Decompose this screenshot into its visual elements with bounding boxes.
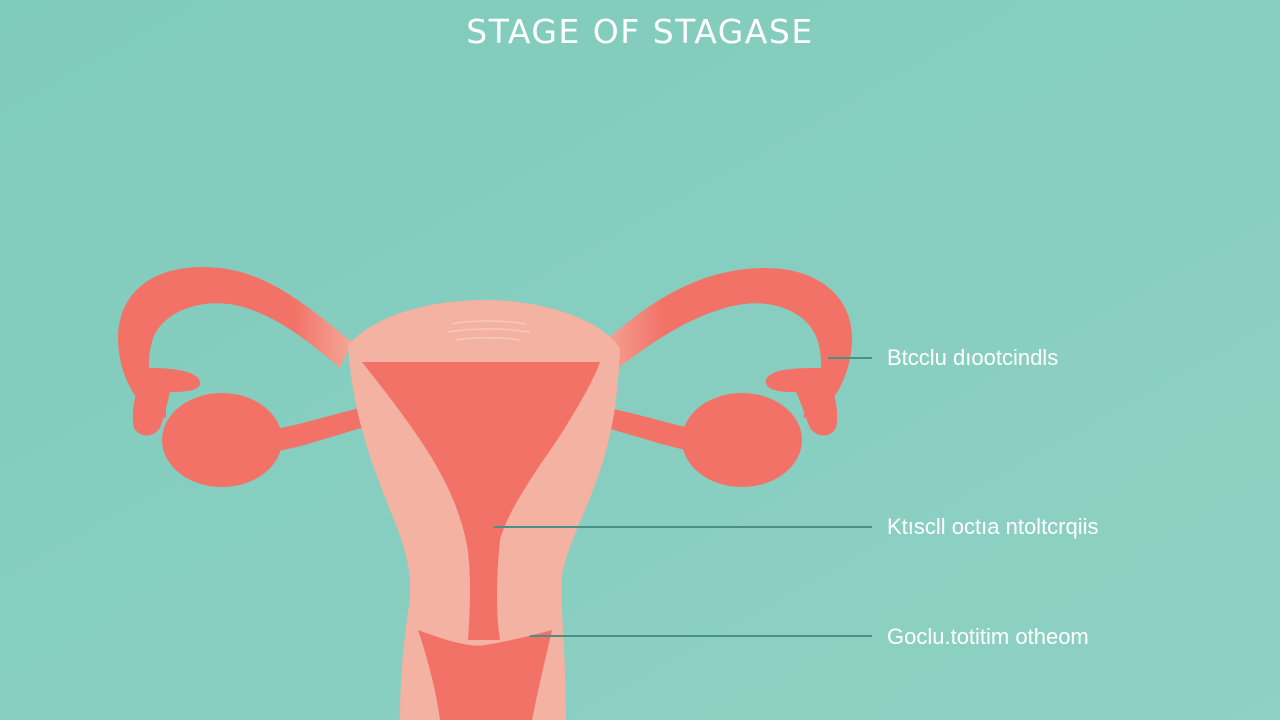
fundus-highlight (454, 337, 521, 341)
fundus-highlight (451, 320, 526, 325)
left-fallopian-tube (118, 266, 352, 418)
diagram-title: STAGE OF STAGASE (466, 12, 814, 51)
label-uterine-cavity: Ktıscll octıa ntoltcrqiis (887, 514, 1099, 539)
label-fallopian-tube: Btcclu dıootcindls (887, 345, 1059, 370)
right-fimbriae (765, 368, 838, 436)
fundus-highlight (447, 328, 531, 333)
cervix (418, 630, 552, 720)
right-ovary (682, 393, 802, 487)
left-ovary (162, 393, 282, 487)
left-ovarian-ligament (270, 408, 362, 452)
right-fallopian-tube (600, 268, 852, 418)
right-ovarian-ligament (606, 408, 700, 452)
left-fimbriae (132, 368, 201, 436)
uterine-cavity (362, 362, 600, 640)
label-cervix: Goclu.totitim otheom (887, 624, 1089, 649)
